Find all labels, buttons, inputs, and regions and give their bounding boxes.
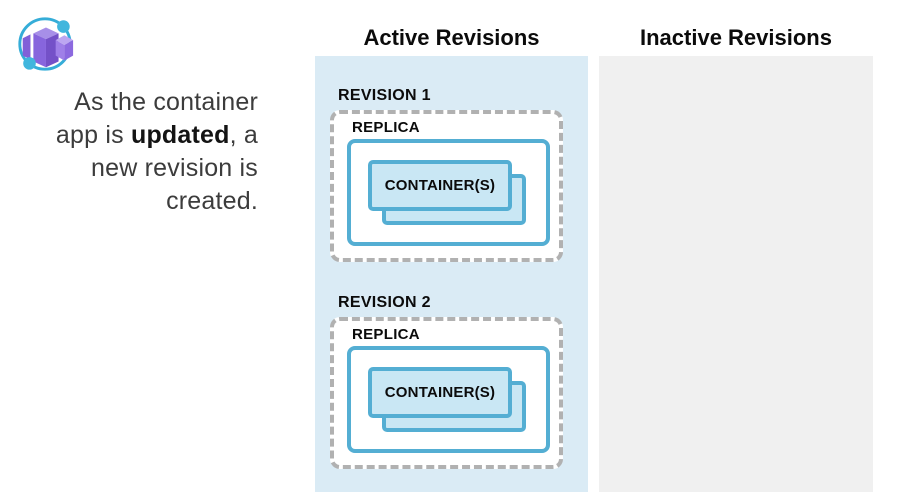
revision-2-label: REVISION 2	[338, 294, 431, 311]
intro-text-before: As the container app is	[55, 88, 258, 149]
revision-2-box: REPLICA CONTAINER(S)	[330, 317, 563, 469]
azure-container-apps-icon	[14, 13, 76, 75]
active-revisions-header: Active Revisions	[363, 25, 540, 50]
revision-2-replica-label: REPLICA	[352, 326, 420, 343]
revision-2-container-front: CONTAINER(S)	[368, 367, 512, 418]
revision-2-replica-box: CONTAINER(S)	[347, 346, 550, 453]
revision-1-replica-label: REPLICA	[352, 119, 420, 136]
intro-text-after: , a new revision is created.	[91, 121, 258, 215]
inactive-revisions-header: Inactive Revisions	[640, 25, 832, 50]
azure-container-apps-icon-svg	[18, 17, 74, 71]
revision-1-box: REPLICA CONTAINER(S)	[330, 110, 563, 262]
inactive-revisions-panel	[599, 56, 873, 492]
revision-1-container-front: CONTAINER(S)	[368, 160, 512, 211]
intro-caption: As the container app is updated, a new r…	[38, 86, 258, 218]
revision-1-group: REVISION 1 REPLICA CONTAINER(S)	[330, 87, 563, 263]
revision-1-label: REVISION 1	[338, 87, 431, 104]
revision-1-replica-box: CONTAINER(S)	[347, 139, 550, 246]
revision-2-group: REVISION 2 REPLICA CONTAINER(S)	[330, 294, 563, 470]
intro-text-bold: updated	[130, 121, 230, 149]
